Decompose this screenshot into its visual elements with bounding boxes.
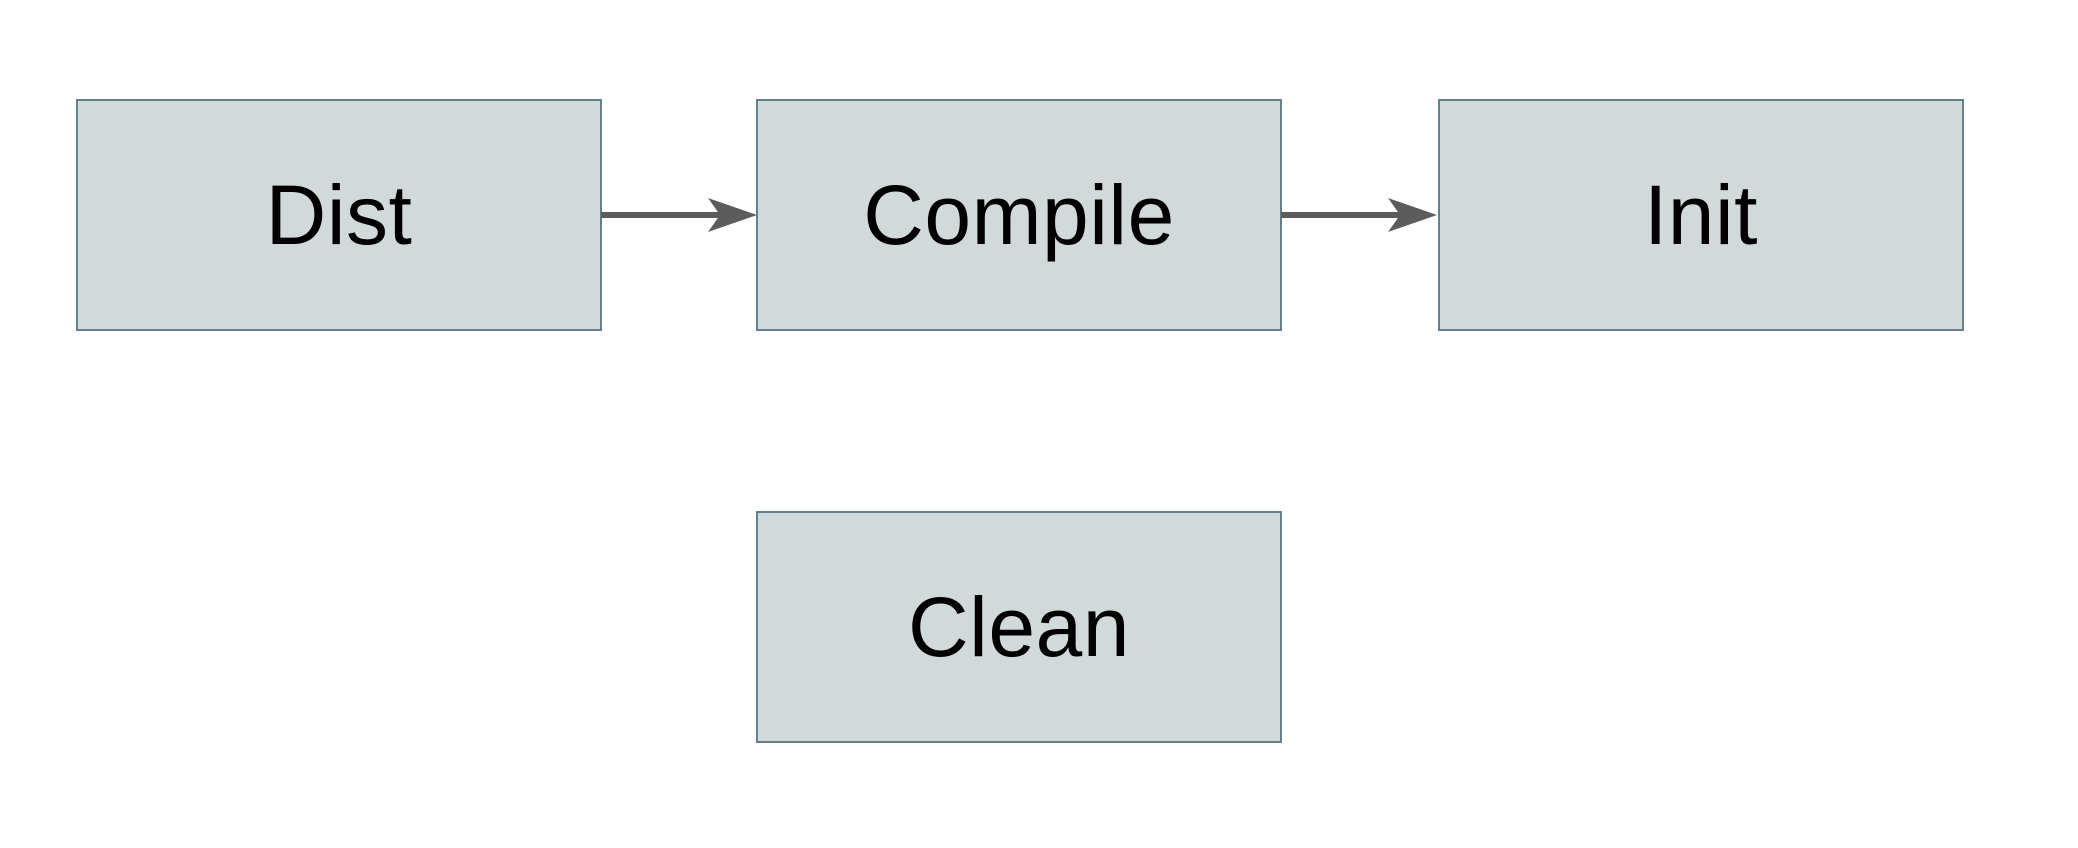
node-dist-label: Dist xyxy=(265,168,413,262)
node-dist: Dist xyxy=(76,99,602,331)
node-init-label: Init xyxy=(1643,168,1759,262)
node-init: Init xyxy=(1438,99,1964,331)
node-clean-label: Clean xyxy=(908,580,1130,674)
arrow-dist-to-compile xyxy=(601,198,757,232)
node-compile-label: Compile xyxy=(863,168,1175,262)
node-compile: Compile xyxy=(756,99,1282,331)
node-clean: Clean xyxy=(756,511,1282,743)
arrow-compile-to-init xyxy=(1281,198,1437,232)
